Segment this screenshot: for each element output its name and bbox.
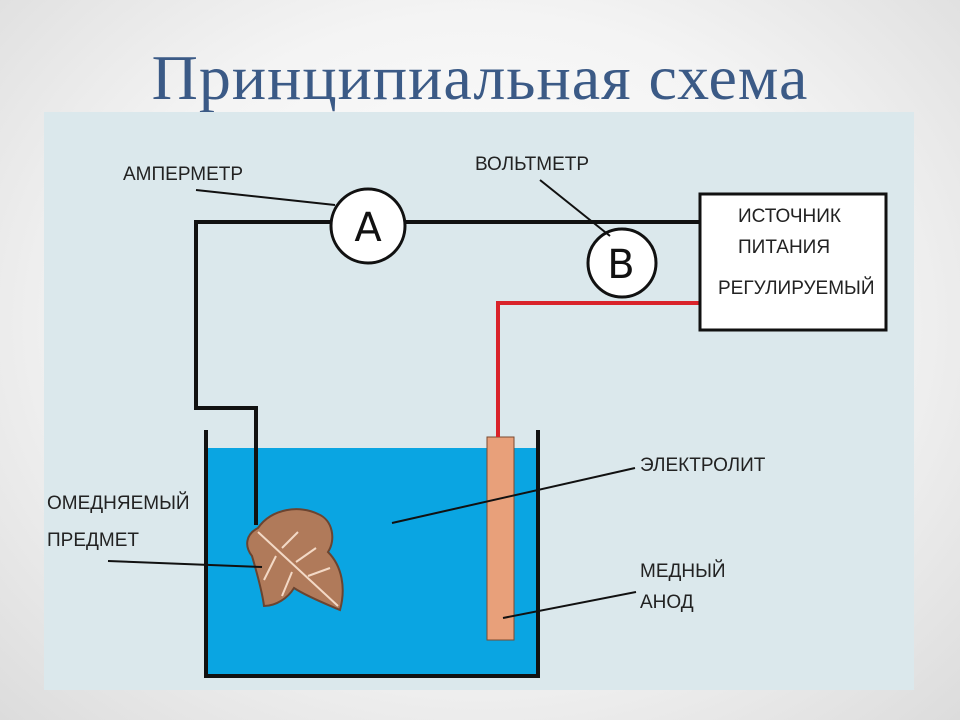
label-power-source-2: ПИТАНИЯ — [738, 237, 830, 258]
label-power-source-1: ИСТОЧНИК — [738, 206, 841, 227]
label-anode-1: МЕДНЫЙ — [640, 560, 726, 582]
label-anode-2: АНОД — [640, 592, 694, 613]
leader-ammeter — [195, 189, 336, 206]
label-power-source-3: РЕГУЛИРУЕМЫЙ — [718, 277, 875, 299]
slide-title: Принципиальная схема — [151, 42, 809, 113]
leaf-object — [246, 508, 344, 612]
label-object-1: ОМЕДНЯЕМЫЙ — [47, 492, 190, 514]
leader-voltmeter — [539, 179, 611, 237]
leader-anode — [502, 591, 637, 619]
ammeter: A — [329, 187, 407, 265]
leader-electrolyte — [391, 467, 636, 524]
wire-positive — [496, 301, 700, 437]
label-ammeter: АМПЕРМЕТР — [123, 164, 243, 185]
label-electrolyte: ЭЛЕКТРОЛИТ — [640, 455, 766, 476]
bath-vessel — [204, 430, 540, 678]
ammeter-symbol: A — [354, 205, 382, 251]
leader-object — [107, 560, 263, 568]
voltmeter-symbol: B — [607, 242, 634, 288]
label-voltmeter: ВОЛЬТМЕТР — [475, 154, 589, 175]
voltmeter: B — [586, 227, 658, 299]
copper-anode — [486, 436, 515, 641]
power-source-box — [698, 192, 888, 332]
label-object-2: ПРЕДМЕТ — [47, 530, 139, 551]
